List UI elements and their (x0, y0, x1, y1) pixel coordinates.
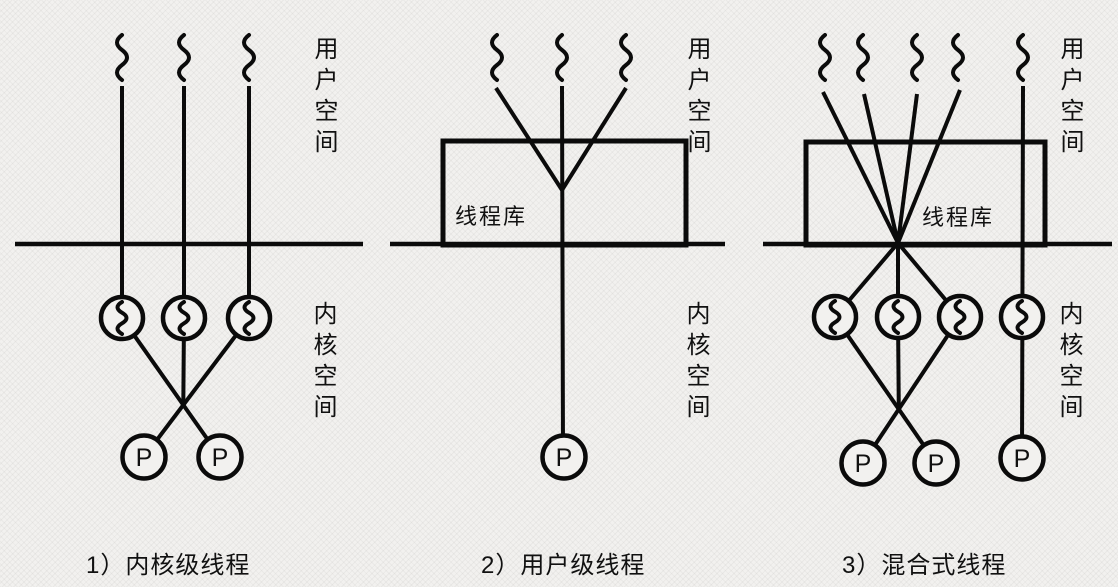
kernel-thread-circle (877, 296, 919, 338)
thread-line (821, 91, 900, 244)
thread-line (1020, 85, 1025, 459)
panel-hybrid-threads: P P P (763, 33, 1112, 485)
processor-label: P (1014, 445, 1031, 473)
kernel-thread-circle (228, 297, 270, 339)
processor-label: P (136, 444, 153, 472)
user-space-label-panel2: 用户空间 (683, 36, 710, 160)
thread-library-box (440, 138, 689, 248)
kernel-space-label-panel2: 内核空间 (682, 301, 709, 425)
kernel-space-label-panel1: 内核空间 (309, 301, 336, 425)
processor-label: P (928, 450, 945, 478)
user-thread-squiggle (856, 33, 870, 82)
thread-library-label-panel2: 线程库 (455, 204, 528, 229)
user-thread-squiggle (555, 33, 569, 82)
processor-label: P (212, 444, 229, 472)
kernel-space-label-panel3: 内核空间 (1055, 301, 1082, 425)
user-space-label-panel3: 用户空间 (1056, 36, 1083, 160)
caption-panel1: 1）内核级线程 (86, 552, 251, 579)
processor-label: P (855, 450, 872, 478)
kernel-thread-circle (814, 296, 856, 338)
thread-library-label-panel3: 线程库 (922, 205, 995, 230)
panel-kernel-level-threads: P P (15, 33, 363, 479)
thread-line (560, 86, 628, 192)
user-thread-squiggle (818, 33, 832, 82)
user-thread-squiggle (910, 33, 924, 82)
kernel-thread-circle (163, 297, 205, 339)
kernel-thread-circle (939, 296, 981, 338)
user-thread-squiggle (1016, 33, 1030, 82)
kernel-thread-circle (1001, 296, 1043, 338)
kernel-thread-to-processor-line (142, 316, 251, 459)
user-thread-squiggle (115, 33, 129, 82)
thread-line (896, 93, 919, 244)
kernel-thread-to-processor-line (861, 315, 962, 465)
user-thread-squiggle (177, 33, 191, 82)
thread-line (560, 85, 565, 458)
thread-line (862, 93, 900, 244)
user-thread-squiggle (619, 33, 633, 82)
thread-library-box (803, 139, 1048, 248)
user-thread-squiggle (490, 33, 504, 82)
kernel-thread-to-processor-line (833, 315, 938, 465)
user-space-label-panel1: 用户空间 (310, 36, 337, 160)
thread-line (896, 89, 962, 244)
kernel-thread-to-processor-line (120, 316, 222, 459)
user-thread-squiggle (951, 33, 965, 82)
user-thread-squiggle (242, 33, 256, 82)
caption-panel2: 2）用户级线程 (481, 552, 646, 579)
panel-user-level-threads: P (390, 33, 725, 479)
processor-label: P (556, 444, 573, 472)
kernel-thread-circle (101, 297, 143, 339)
caption-panel3: 3）混合式线程 (842, 552, 1007, 579)
thread-line (494, 86, 564, 192)
